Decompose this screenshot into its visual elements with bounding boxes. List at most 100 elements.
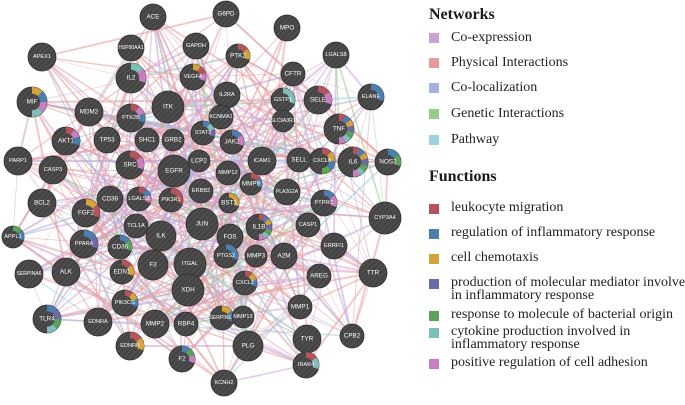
network-edge (255, 255, 308, 340)
gene-node-tnf[interactable]: TNF (323, 113, 355, 145)
gene-node-ttr[interactable]: TTR (358, 258, 388, 288)
gene-node-mmp3[interactable]: MMP3 (244, 244, 268, 268)
node-label: MMP13 (233, 314, 252, 320)
gene-node-plg[interactable]: PLG (232, 330, 264, 362)
gene-node-gapdh[interactable]: GAPDH (182, 32, 210, 60)
gene-node-tcl1a[interactable]: TCL1A (123, 213, 149, 239)
gene-node-bst1[interactable]: BST1 (218, 192, 240, 214)
node-label: SRC (123, 162, 137, 169)
gene-node-cxcl8[interactable]: CXCL8 (308, 147, 336, 175)
gene-node-mmp13[interactable]: MMP13 (231, 305, 255, 329)
gene-node-g6pd[interactable]: G6PD (212, 0, 240, 28)
gene-node-tyr[interactable]: TYR (292, 324, 322, 354)
gene-node-lgals8[interactable]: LGALS8 (322, 41, 350, 69)
gene-node-mdm2[interactable]: MDM2 (74, 97, 104, 127)
gene-node-ilk[interactable]: ILK (145, 220, 177, 252)
gene-node-ednra[interactable]: EDNRA (83, 307, 113, 337)
gene-node-xdh[interactable]: XDH (171, 273, 205, 307)
gene-node-appl1[interactable]: APPL1 (1, 225, 25, 249)
node-label: LGALS8 (325, 52, 346, 58)
gene-node-lcp2[interactable]: LCP2 (187, 149, 211, 173)
gene-node-errfi1[interactable]: ERRFI1 (320, 232, 348, 260)
gene-node-vegfa[interactable]: VEGFA (179, 63, 207, 91)
gene-node-il1b[interactable]: IL1B (245, 213, 273, 241)
gene-node-mmp12[interactable]: MMP12 (215, 160, 241, 186)
node-label: APEX1 (33, 54, 51, 60)
gene-node-ppara[interactable]: PPARA (69, 229, 99, 259)
gene-node-fgf2[interactable]: FGF2 (71, 198, 101, 228)
gene-node-grb2[interactable]: GRB2 (161, 128, 185, 152)
gene-node-lgals3[interactable]: LGALS3 (126, 186, 152, 212)
gene-node-egfr[interactable]: EGFR (157, 154, 191, 188)
gene-node-sele[interactable]: SELE (303, 85, 333, 115)
gene-node-kcnh2[interactable]: KCNH2 (210, 369, 238, 397)
gene-node-tlr4[interactable]: TLR4 (32, 304, 62, 334)
gene-node-serpina6[interactable]: SERPINA6 (14, 259, 44, 289)
gene-node-ptk2[interactable]: PTK2 (225, 43, 251, 69)
node-label: EGFR (165, 168, 183, 175)
gene-node-erbb2[interactable]: ERBB2 (188, 178, 214, 204)
gene-node-akt1[interactable]: AKT1 (51, 126, 81, 156)
node-circle (273, 14, 301, 42)
gene-node-mpo[interactable]: MPO (273, 14, 301, 42)
gene-node-pik3cg[interactable]: PIK3CG (111, 289, 139, 317)
node-circle (187, 149, 211, 173)
gene-node-f2[interactable]: F2 (168, 345, 196, 373)
gene-node-irak4[interactable]: IRAK4 (292, 351, 320, 379)
gene-node-mmp1[interactable]: MMP1 (287, 294, 313, 320)
gene-node-casp1[interactable]: CASP1 (295, 212, 321, 238)
node-circle (3, 146, 33, 176)
gene-node-elane[interactable]: ELANE (357, 83, 385, 111)
gene-node-mif[interactable]: MIF (16, 86, 48, 118)
gene-node-il6[interactable]: IL6 (337, 146, 369, 178)
gene-node-rbp4[interactable]: RBP4 (173, 311, 199, 337)
gene-node-mmp2[interactable]: MMP2 (140, 309, 170, 339)
gene-node-sell[interactable]: SELL (286, 147, 312, 173)
gene-node-cpb2[interactable]: CPB2 (339, 323, 365, 349)
gene-node-gstp1[interactable]: GSTP1 (270, 87, 296, 113)
gene-node-kcnma1[interactable]: KCNMA1 (208, 104, 234, 130)
gene-node-bcl2[interactable]: BCL2 (27, 188, 57, 218)
network-edge (41, 56, 194, 78)
gene-node-casp3[interactable]: CASP3 (38, 155, 68, 185)
gene-node-shc1[interactable]: SHC1 (134, 127, 160, 153)
gene-node-cxcl2[interactable]: CXCL2 (232, 270, 258, 296)
gene-node-tp53[interactable]: TP53 (93, 126, 121, 154)
gene-node-ptk2b[interactable]: PTK2B (116, 103, 146, 133)
gene-node-apex1[interactable]: APEX1 (27, 42, 57, 72)
gene-node-slc9a3r1[interactable]: SLC9A3R1 (270, 109, 296, 133)
gene-node-ace[interactable]: ACE (139, 3, 167, 31)
node-label: GRB2 (164, 137, 182, 144)
gene-node-il2ra[interactable]: IL2RA (213, 81, 241, 109)
gene-node-serpine1[interactable]: SERPINE1 (209, 305, 235, 331)
function-legend-item: positive regulation of cell adhesion (429, 356, 685, 386)
gene-node-edn1[interactable]: EDN1 (109, 259, 135, 285)
gene-node-parp1[interactable]: PARP1 (3, 146, 33, 176)
network-legend-label: Pathway (451, 132, 500, 147)
gene-node-src[interactable]: SRC (115, 150, 145, 180)
gene-node-cyp3a4[interactable]: CYP3A4 (368, 201, 402, 235)
gene-node-mmp9[interactable]: MMP9 (239, 172, 263, 196)
gene-node-itk[interactable]: ITK (151, 90, 185, 124)
gene-node-cd36[interactable]: CD36 (107, 234, 133, 260)
gene-node-hsp90aa1[interactable]: HSP90AA1 (117, 34, 145, 62)
gene-node-ptgs2[interactable]: PTGS2 (213, 243, 239, 269)
gene-node-cd38[interactable]: CD38 (96, 185, 124, 213)
gene-node-ednrb[interactable]: EDNRB (115, 331, 145, 361)
gene-node-a2m[interactable]: A2M (270, 242, 298, 270)
gene-node-jak2[interactable]: JAK2 (219, 129, 245, 155)
gene-node-il2[interactable]: IL2 (115, 62, 147, 94)
gene-node-pla2g2a[interactable]: PLA2G2A (273, 178, 301, 206)
gene-node-nos2[interactable]: NOS2 (374, 148, 402, 176)
gene-node-ptprc[interactable]: PTPRC (310, 189, 338, 217)
gene-node-alk[interactable]: ALK (51, 257, 81, 287)
gene-node-icam1[interactable]: ICAM1 (247, 146, 277, 176)
gene-node-cftr[interactable]: CFTR (280, 61, 306, 87)
gene-node-jun[interactable]: JUN (185, 207, 219, 241)
gene-node-pik3r1[interactable]: PIK3R1 (158, 187, 184, 213)
gene-node-stat3[interactable]: STAT3 (190, 120, 216, 146)
gene-node-f3[interactable]: F3 (137, 249, 169, 281)
gene-node-areg[interactable]: AREG (306, 263, 332, 289)
node-circle (231, 305, 255, 329)
node-core (215, 311, 229, 325)
